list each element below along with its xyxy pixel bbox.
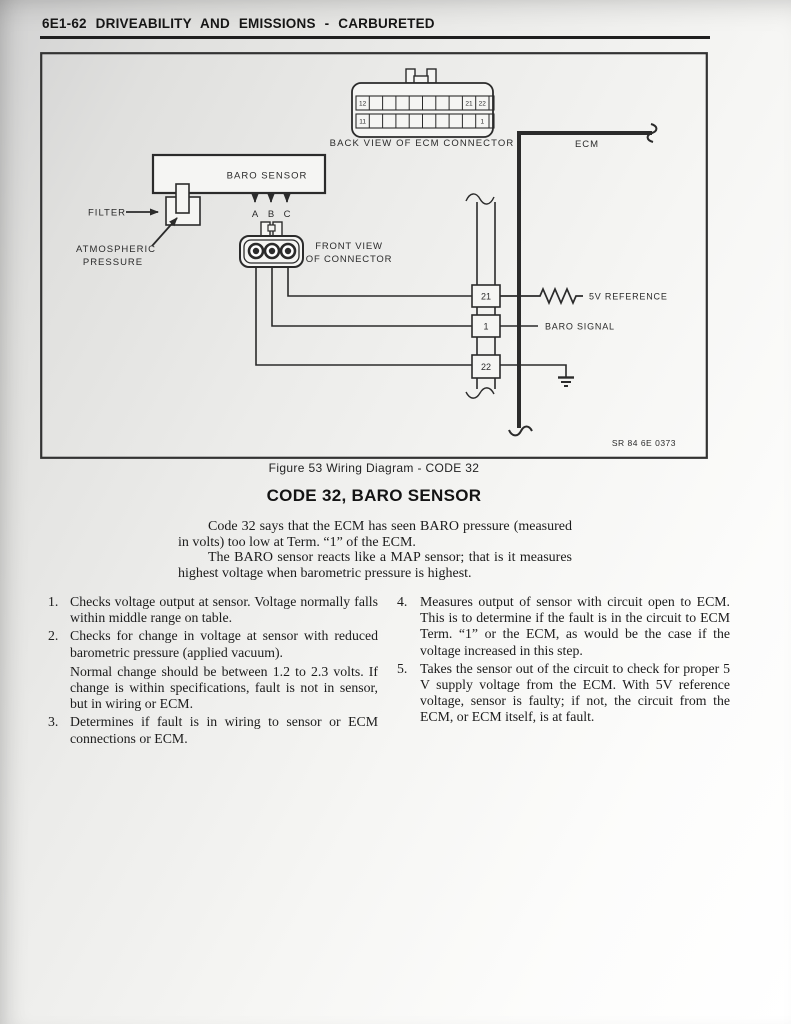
wiring-diagram: 12 21 22 11 1 BACK VIEW OF ECM CONNECTOR… xyxy=(40,52,708,459)
back-view-label: BACK VIEW OF ECM CONNECTOR xyxy=(330,138,515,149)
5v-reference-label: 5V REFERENCE xyxy=(589,292,668,302)
pin-c-label: C xyxy=(284,209,291,220)
pin-21-label: 21 xyxy=(465,101,473,108)
filter-label: FILTER xyxy=(88,208,126,219)
terminal-1-label: 1 xyxy=(483,322,488,332)
break-squiggle xyxy=(646,123,658,143)
intro-paragraph-2: The BARO sensor reacts like a MAP sensor… xyxy=(178,550,572,582)
break-squiggle xyxy=(508,425,533,437)
diagram-frame xyxy=(40,52,708,459)
step-number: 3. xyxy=(48,714,59,730)
harness-wires xyxy=(255,267,472,366)
connector-front-view xyxy=(239,221,304,268)
ecm-connector-back-view xyxy=(351,68,495,138)
ground-icon xyxy=(558,376,574,387)
connector-row-top xyxy=(355,95,495,111)
section-title: CODE 32, BARO SENSOR xyxy=(266,486,482,505)
page-header: 6E1-62 DRIVEABILITY AND EMISSIONS - CARB… xyxy=(42,16,435,31)
baro-sensor-label: BARO SENSOR xyxy=(227,171,308,182)
atmospheric-pressure-label: ATMOSPHERIC xyxy=(76,244,156,255)
filter-element xyxy=(175,183,190,214)
procedure-steps: 1. Checks voltage output at sensor. Volt… xyxy=(40,594,752,749)
terminal-b-pin xyxy=(268,247,276,255)
step-2-note: Normal change should be between 1.2 to 2… xyxy=(70,663,378,712)
pin-1-label: 1 xyxy=(480,119,484,126)
ecm-terminal-strip xyxy=(465,193,501,399)
front-view-label: FRONT VIEW xyxy=(315,241,382,252)
atmospheric-arrow xyxy=(151,217,178,247)
terminal-a-pin xyxy=(252,247,260,255)
ecm-label: ECM xyxy=(575,139,599,150)
filter xyxy=(165,183,201,226)
step-number: 2. xyxy=(48,628,59,644)
ecm-pin-numbers: 12 21 22 11 1 xyxy=(359,101,486,126)
ecm-internal-circuits xyxy=(500,286,583,387)
pin-22-label: 22 xyxy=(479,101,487,108)
pin-11-label: 11 xyxy=(359,119,366,126)
break-squiggle xyxy=(465,387,495,399)
terminal-21-label: 21 xyxy=(481,292,491,302)
step-1: 1. Checks voltage output at sensor. Volt… xyxy=(48,594,378,626)
step-4: 4. Measures output of sensor with circui… xyxy=(397,594,730,659)
header-rule xyxy=(40,36,710,39)
pin-a-label: A xyxy=(252,209,259,220)
steps-column-left: 1. Checks voltage output at sensor. Volt… xyxy=(40,594,378,749)
pin-12-label: 12 xyxy=(359,101,367,108)
step-text: Determines if fault is in wiring to sens… xyxy=(70,714,378,746)
step-number: 5. xyxy=(397,660,408,676)
step-3: 3. Determines if fault is in wiring to s… xyxy=(48,714,378,746)
ground-wire xyxy=(500,364,567,377)
sensor-pins: A B C xyxy=(251,193,291,220)
front-view-label2: OF CONNECTOR xyxy=(306,254,392,265)
terminal-numbers: 21 1 22 xyxy=(481,292,491,373)
connector-row-bottom xyxy=(355,113,495,129)
steps-column-right: 4. Measures output of sensor with circui… xyxy=(397,594,730,749)
step-5: 5. Takes the sensor out of the circuit t… xyxy=(397,661,730,726)
step-number: 4. xyxy=(397,594,408,609)
cell-dividers-top xyxy=(368,96,490,110)
front-connector-inner xyxy=(243,239,300,264)
step-text: Checks for change in voltage at sensor w… xyxy=(70,628,378,660)
step-text: Measures output of sensor with circuit o… xyxy=(420,594,730,658)
lock-tab-bar xyxy=(267,224,276,232)
terminal-22-label: 22 xyxy=(481,362,491,372)
break-squiggle xyxy=(465,193,495,205)
atmospheric-pressure-label2: PRESSURE xyxy=(83,257,143,268)
wire-a-ground xyxy=(255,267,472,366)
intro-text: Code 32 says that the ECM has seen BARO … xyxy=(178,519,572,582)
ecm-boundary-line xyxy=(508,123,658,437)
step-text: Takes the sensor out of the circuit to c… xyxy=(420,660,730,725)
step-number: 1. xyxy=(48,594,59,609)
resistor-icon xyxy=(500,286,583,306)
doc-code: SR 84 6E 0373 xyxy=(612,438,676,448)
connector-tab-bar xyxy=(413,75,429,84)
wire-c-5v xyxy=(287,267,472,297)
baro-signal-label: BARO SIGNAL xyxy=(545,322,615,332)
cell-dividers-bottom xyxy=(368,114,490,128)
step-text: Checks voltage output at sensor. Voltage… xyxy=(70,594,378,626)
wire-b-signal xyxy=(271,267,472,327)
terminal-c-pin xyxy=(284,247,292,255)
figure-caption: Figure 53 Wiring Diagram - CODE 32 xyxy=(268,461,480,475)
intro-paragraph-1: Code 32 says that the ECM has seen BARO … xyxy=(178,519,572,550)
step-2: 2. Checks for change in voltage at senso… xyxy=(48,628,378,660)
terminal-22-box xyxy=(471,354,501,379)
pin-b-label: B xyxy=(268,209,274,220)
